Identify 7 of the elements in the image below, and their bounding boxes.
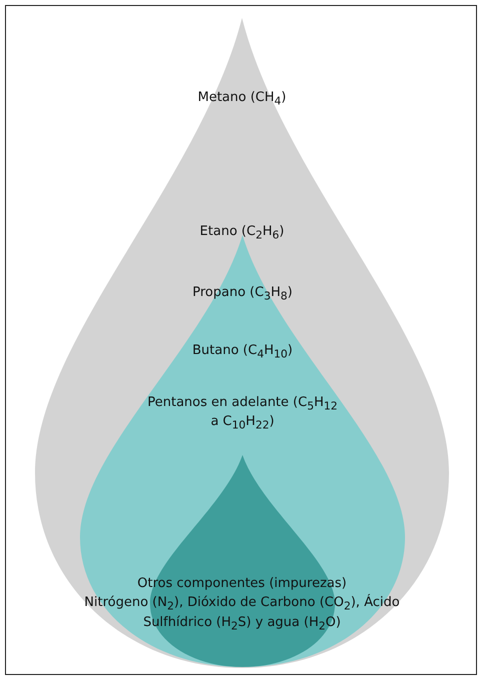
component-label: Etano (C$_{2}$H$_{6}$) [198, 224, 286, 243]
component-label: Propano (C$_{3}$H$_{8}$) [192, 285, 294, 304]
description-text: Nitrógeno (N$_{2}$), Dióxido de Carbono (CO$_{2}$), Ácido Sulfhídrico (H$_{2}$S) y agua (H$_{2}$O) [83, 594, 401, 634]
component-label: Butano (C$_{4}$H$_{10}$) [191, 343, 294, 362]
component-label: Pentanos en adelante (C$_{5}$H$_{12}$ a C$_{10}$H$_{22}$) [148, 395, 338, 432]
component-label: Metano (CH$_{4}$) [196, 90, 288, 109]
heading-label: Otros componentes (impurezas) [136, 575, 348, 593]
